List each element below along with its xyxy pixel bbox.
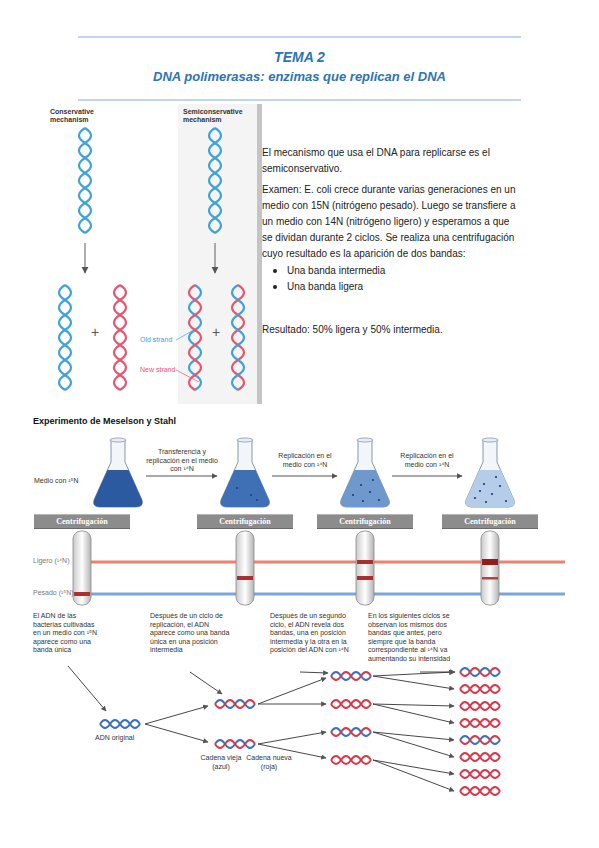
dna-molecule: [460, 685, 500, 693]
centrifuge-tube: [356, 531, 374, 605]
dna-molecule: [460, 668, 500, 676]
strand-label: Old strand: [140, 336, 180, 344]
step-description: Después de un ciclo de replicación, el A…: [150, 612, 234, 655]
flow-arrow: [146, 476, 217, 477]
dna-helix: [79, 128, 91, 233]
dna-molecule: [460, 770, 500, 778]
leader-arrow: [68, 666, 106, 711]
dna-helix: [209, 128, 221, 233]
culture-flask: [94, 438, 143, 507]
panel-label: Conservative mechanism: [50, 108, 110, 124]
centrifugation-banner: Centrifugación: [197, 514, 293, 529]
branch-arrows: [145, 672, 454, 791]
arrow-label: Replicación en el medio con ¹⁴N: [392, 452, 462, 469]
dna-helix: [189, 285, 201, 390]
centrifuge-tube: [481, 531, 499, 605]
strand-legend: Cadena nueva (roja): [246, 754, 292, 771]
culture-flask: [221, 438, 270, 507]
step-description: El ADN de las bacterias cultivadas en un…: [33, 612, 103, 655]
panel-label: Semiconservative mechanism: [183, 108, 258, 124]
dna-molecule: [460, 736, 500, 744]
banner-text: Centrifugación: [219, 517, 271, 527]
centrifugation-banner: Centrifugación: [442, 514, 538, 529]
banner-text: Centrifugación: [339, 517, 391, 527]
band-label: Pesado (¹⁵N): [33, 589, 78, 598]
arrow-label: Transferencia y replicación en el medio …: [146, 448, 218, 474]
culture-flask: [466, 438, 515, 507]
bullet-symbol: [273, 285, 277, 289]
flow-arrow: [214, 243, 215, 273]
leader-line: [176, 370, 199, 382]
dna-helix: [59, 285, 71, 390]
dna-molecule: [331, 700, 371, 708]
text-paragraph: El mecanismo que usa el DNA para replica…: [262, 145, 520, 177]
bullet-symbol: [273, 269, 277, 273]
flow-arrow: [392, 476, 462, 477]
text-paragraph: Examen: E. coli crece durante varias gen…: [262, 182, 520, 262]
dna-molecule: [331, 756, 371, 764]
flow-arrow: [272, 476, 337, 477]
dna-molecule: [460, 787, 500, 795]
strand-label: New strand: [140, 366, 180, 374]
arrow-label: Replicación en el medio con ¹⁴N: [272, 452, 338, 469]
plus-sign: +: [88, 324, 102, 340]
strand-legend: Cadena vieja (azul): [198, 754, 244, 771]
bullet-item: Una banda ligera: [287, 279, 517, 295]
centrifugation-banner: Centrifugación: [34, 514, 130, 529]
medium-label: Medio con ¹⁵N: [34, 477, 94, 486]
dna-helix: [232, 285, 244, 390]
dna-molecule: [460, 719, 500, 727]
leader-line: [176, 331, 192, 340]
dna-molecule: [215, 740, 255, 748]
step-description: Después de un segundo ciclo, el ADN reve…: [270, 612, 360, 655]
culture-flask: [341, 438, 390, 507]
header-rule: [78, 100, 521, 101]
band-label: Ligero (¹⁴N): [33, 557, 78, 566]
panel-edge: [257, 104, 262, 404]
dna-molecule: [215, 700, 255, 708]
dna-helix: [114, 285, 126, 390]
plus-sign: +: [209, 324, 223, 340]
header-rule: [78, 37, 521, 38]
leader-arrow: [300, 672, 328, 673]
banner-text: Centrifugación: [464, 517, 516, 527]
centrifuge-tube: [73, 531, 91, 605]
result-text: Resultado: 50% ligera y 50% intermedia.: [262, 322, 520, 338]
banner-text: Centrifugación: [56, 517, 108, 527]
page-subtitle: DNA polimerasas: enzimas que replican el…: [78, 68, 521, 85]
dna-label: ADN original: [95, 734, 155, 743]
panel-background: [178, 104, 262, 404]
dna-molecule: [460, 702, 500, 710]
centrifuge-tube: [236, 531, 254, 605]
dna-molecule: [460, 753, 500, 761]
dna-molecule: [100, 720, 140, 728]
bullet-item: Una banda intermedia: [287, 263, 517, 279]
section-heading: Experimento de Meselson y Stahl: [33, 416, 283, 427]
dna-molecule: [331, 728, 371, 736]
leader-arrow: [190, 672, 222, 694]
centrifugation-banner: Centrifugación: [317, 514, 413, 529]
step-description: En los siguientes ciclos se observan los…: [368, 612, 468, 663]
flow-arrow: [84, 243, 85, 273]
dna-molecule: [331, 672, 371, 680]
page-title: TEMA 2: [78, 48, 521, 66]
